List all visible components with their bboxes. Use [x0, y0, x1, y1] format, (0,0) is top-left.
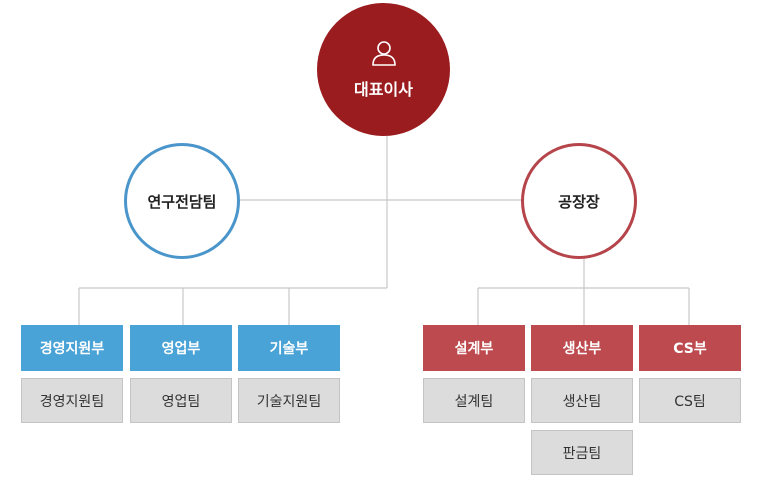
dept-label: 생산부 — [562, 341, 602, 357]
dept-label: 설계부 — [454, 341, 494, 357]
plant-manager-label: 공장장 — [558, 192, 600, 211]
team-production: 생산팀 — [531, 378, 633, 423]
team-label: 판금팀 — [562, 445, 602, 462]
research-team-label: 연구전담팀 — [147, 192, 217, 211]
dept-sales: 영업부 — [130, 325, 232, 371]
team-sales: 영업팀 — [130, 378, 232, 423]
team-label: 기술지원팀 — [256, 393, 322, 410]
dept-production: 생산부 — [531, 325, 633, 371]
research-team-node: 연구전담팀 — [124, 143, 240, 259]
team-management-support: 경영지원팀 — [21, 378, 123, 423]
team-label: CS팀 — [674, 393, 706, 410]
person-icon — [371, 40, 397, 70]
dept-design: 설계부 — [423, 325, 525, 371]
team-cs: CS팀 — [639, 378, 741, 423]
dept-label: 기술부 — [269, 341, 309, 357]
dept-label: 영업부 — [161, 341, 201, 357]
dept-label: CS부 — [673, 341, 707, 357]
dept-label: 경영지원부 — [39, 341, 105, 357]
team-label: 경영지원팀 — [39, 393, 105, 410]
team-label: 생산팀 — [562, 393, 602, 410]
team-tech-support: 기술지원팀 — [238, 378, 340, 423]
plant-manager-node: 공장장 — [521, 143, 637, 259]
ceo-node: 대표이사 — [317, 3, 450, 136]
dept-cs: CS부 — [639, 325, 741, 371]
team-design: 설계팀 — [423, 378, 525, 423]
team-label: 영업팀 — [161, 393, 201, 410]
dept-technology: 기술부 — [238, 325, 340, 371]
team-sheet-metal: 판금팀 — [531, 430, 633, 475]
ceo-label: 대표이사 — [354, 79, 413, 99]
team-label: 설계팀 — [454, 393, 494, 410]
dept-management-support: 경영지원부 — [21, 325, 123, 371]
